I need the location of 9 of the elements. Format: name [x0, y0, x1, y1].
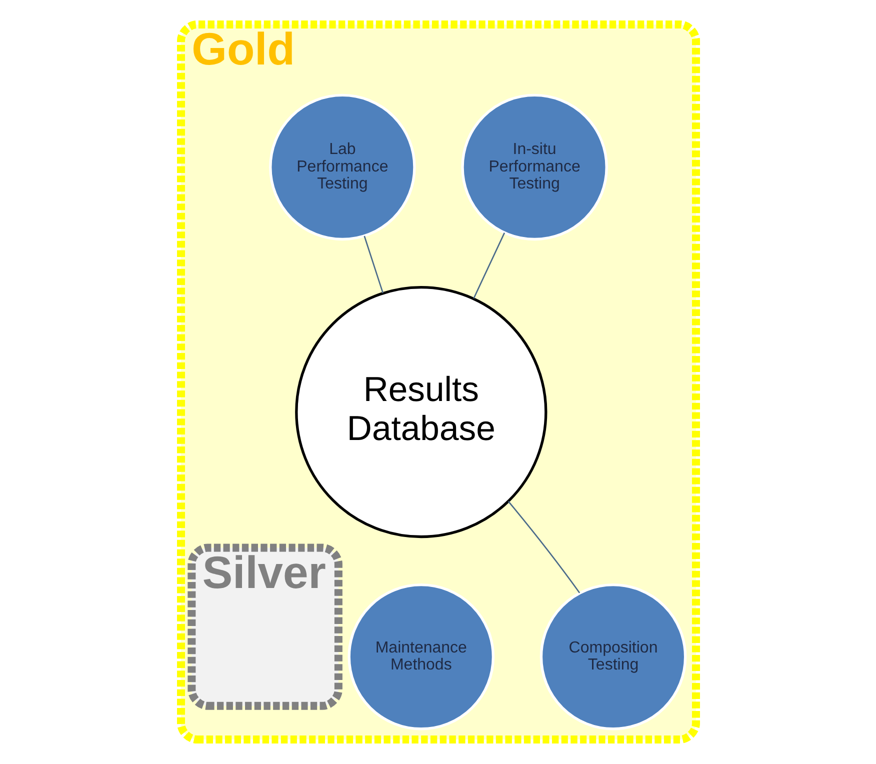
connector [363, 236, 384, 294]
node-circle: Lab Performance Testing [268, 94, 416, 241]
connector [472, 232, 505, 299]
node-circle: Results Database [294, 286, 547, 538]
node-box: Silver [187, 544, 342, 710]
connector [507, 501, 580, 594]
node-circle: Composition Testing [539, 583, 686, 730]
node-circle: In-situ Performance Testing [460, 94, 608, 241]
node-circle: Maintenance Methods [347, 583, 494, 730]
